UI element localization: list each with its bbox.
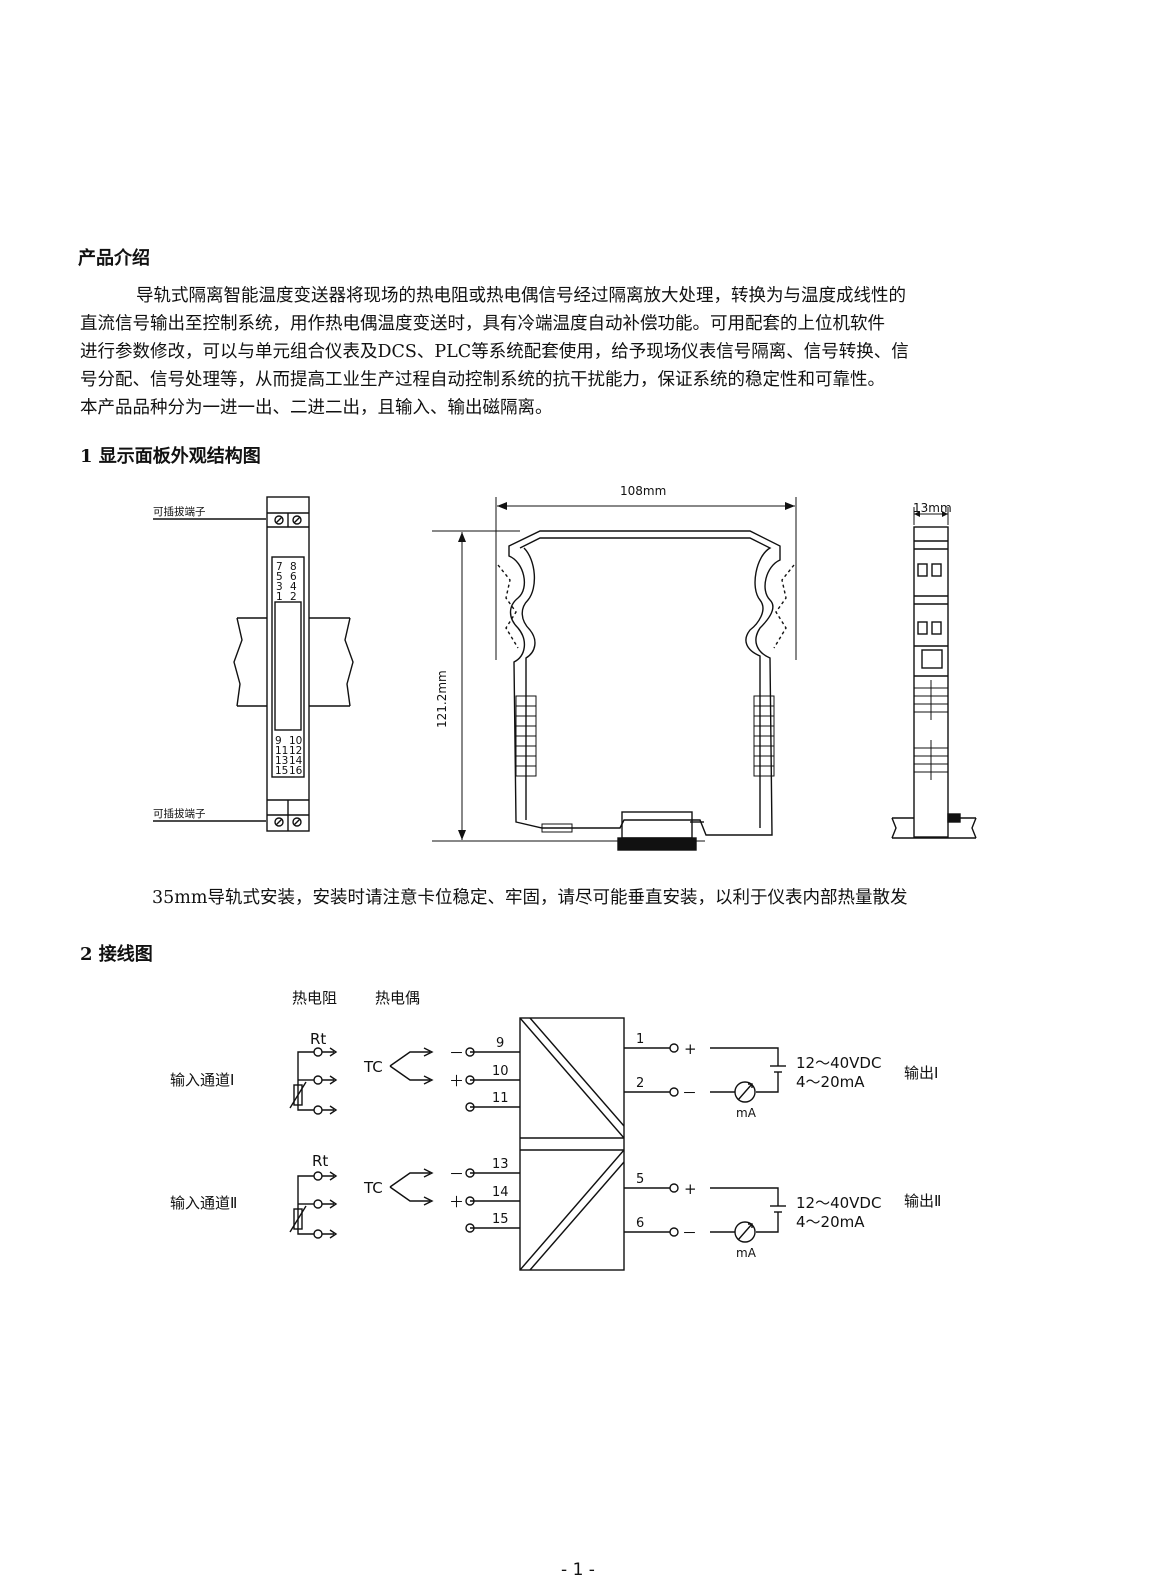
plus-sign: ＋	[449, 1193, 464, 1211]
tc-label: TC	[363, 1058, 383, 1076]
out-plus-sign: +	[684, 1040, 697, 1058]
intro-line: 本产品品种分为一进一出、二进二出，且输入、输出磁隔离。	[80, 398, 553, 418]
pin-label: 1	[276, 591, 283, 603]
tc-label: TC	[363, 1179, 383, 1197]
side-view	[432, 497, 797, 851]
terminal-number: 14	[492, 1185, 509, 1200]
intro-paragraph: 导轨式隔离智能温度变送器将现场的热电阻或热电偶信号经过隔离放大处理，转换为与温度…	[80, 282, 1080, 422]
pin-label: 11	[275, 745, 288, 757]
section1-heading: 1 显示面板外观结构图	[80, 446, 261, 467]
intro-line: 导轨式隔离智能温度变送器将现场的热电阻或热电偶信号经过隔离放大处理，转换为与温度…	[136, 286, 906, 306]
signal-label: 4～20mA	[796, 1213, 865, 1231]
dim-thickness: 13mm	[913, 501, 952, 515]
output-channel-label: 输出Ⅰ	[904, 1064, 938, 1082]
terminal-number: 9	[496, 1036, 504, 1051]
pin-label: 12	[289, 745, 302, 757]
plus-sign: ＋	[449, 1072, 464, 1090]
pin-label: 7	[276, 561, 283, 573]
out-minus-sign: －	[682, 1084, 697, 1102]
mount-caption: 35mm导轨式安装，安装时请注意卡位稳定、牢固，请尽可能垂直安装，以利于仪表内部…	[152, 888, 908, 908]
terminal-label-top: 可插拔端子	[153, 505, 206, 518]
out-plus-sign: +	[684, 1180, 697, 1198]
wiring-diagram: 热电阻 热电偶 输入通道Ⅰ Rt TC － ＋ 9 10 11 1 2 + － …	[170, 989, 941, 1271]
pin-label: 4	[290, 581, 297, 593]
section2-heading: 2 接线图	[80, 944, 153, 965]
terminal-number: 2	[636, 1076, 644, 1091]
pin-label: 10	[289, 735, 302, 747]
pin-label: 2	[290, 591, 297, 603]
pin-label: 14	[289, 755, 303, 767]
out-minus-sign: －	[682, 1224, 697, 1242]
narrow-view	[891, 507, 977, 839]
terminal-number: 15	[492, 1212, 509, 1227]
pin-label: 8	[290, 561, 297, 573]
pin-label: 3	[276, 581, 283, 593]
meter-label: mA	[736, 1106, 757, 1120]
minus-sign: －	[449, 1044, 464, 1062]
front-view	[153, 496, 354, 832]
terminal-number: 1	[636, 1032, 644, 1047]
terminal-number: 11	[492, 1091, 509, 1106]
meter-label: mA	[736, 1246, 757, 1260]
rt-label: Rt	[310, 1030, 326, 1048]
structure-drawing: 可插拔端子 可插拔端子 7 8 5 6 3 4 1 2 9 10 11 12 1…	[153, 484, 977, 851]
pin-label: 15	[275, 765, 288, 777]
input-channel-label: 输入通道Ⅱ	[170, 1194, 237, 1212]
terminal-number: 10	[492, 1064, 509, 1079]
minus-sign: －	[449, 1165, 464, 1183]
output-channel-label: 输出Ⅱ	[904, 1192, 941, 1210]
supply-label: 12～40VDC	[796, 1194, 881, 1212]
terminal-number: 13	[492, 1157, 509, 1172]
input-channel-label: 输入通道Ⅰ	[170, 1071, 234, 1089]
dim-width: 108mm	[620, 484, 666, 498]
intro-line: 直流信号输出至控制系统，用作热电偶温度变送时，具有冷端温度自动补偿功能。可用配套…	[80, 314, 885, 334]
intro-line: 号分配、信号处理等，从而提高工业生产过程自动控制系统的抗干扰能力，保证系统的稳定…	[80, 370, 885, 390]
signal-label: 4～20mA	[796, 1073, 865, 1091]
rt-label: Rt	[312, 1152, 328, 1170]
supply-label: 12～40VDC	[796, 1054, 881, 1072]
pin-label: 9	[275, 735, 282, 747]
page-number: - 1 -	[561, 1560, 595, 1580]
col-tc-label: 热电偶	[375, 989, 420, 1007]
intro-line: 进行参数修改，可以与单元组合仪表及DCS、PLC等系统配套使用，给予现场仪表信号…	[80, 342, 909, 362]
pin-label: 6	[290, 571, 297, 583]
intro-heading: 产品介绍	[78, 248, 150, 269]
dim-height: 121.2mm	[435, 670, 449, 728]
terminal-label-bottom: 可插拔端子	[153, 807, 206, 820]
pin-label: 5	[276, 571, 283, 583]
pin-label: 16	[289, 765, 303, 777]
pin-label: 13	[275, 755, 288, 767]
terminal-number: 5	[636, 1172, 644, 1187]
col-rtd-label: 热电阻	[292, 989, 337, 1007]
terminal-number: 6	[636, 1216, 644, 1231]
